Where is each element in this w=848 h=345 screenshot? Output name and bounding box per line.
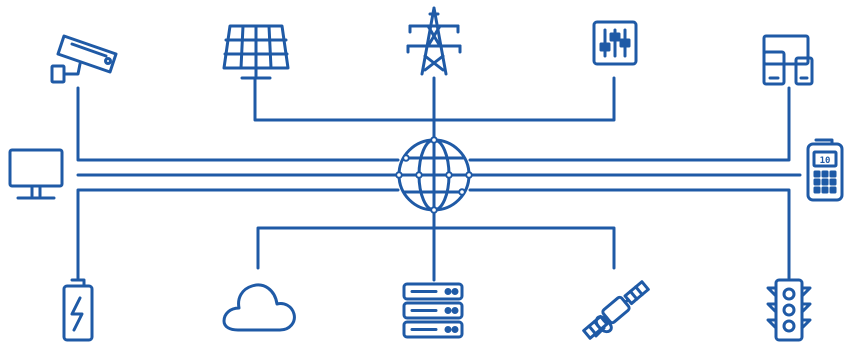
security-camera-icon xyxy=(50,34,118,84)
terminal-display-text: 10 xyxy=(820,156,831,166)
cloud-icon xyxy=(222,283,296,332)
card-terminal-icon: 10 xyxy=(806,138,844,202)
connector-satellite xyxy=(432,226,616,270)
connector-battery xyxy=(76,188,400,280)
monitor-icon xyxy=(8,148,64,200)
connector-controls xyxy=(432,76,616,122)
satellite-icon xyxy=(582,280,650,340)
connector-devices xyxy=(468,86,791,162)
connector-lines xyxy=(76,76,802,282)
connector-solar xyxy=(253,76,436,122)
battery-icon xyxy=(62,278,94,342)
globe-icon xyxy=(395,136,473,214)
traffic-light-icon xyxy=(766,278,812,342)
connector-traffic xyxy=(468,188,791,280)
devices-icon xyxy=(762,34,814,86)
keypad xyxy=(813,170,837,194)
solar-panel-icon xyxy=(222,24,290,80)
server-rack-icon xyxy=(402,282,464,339)
power-tower-icon xyxy=(406,6,462,76)
connector-camera xyxy=(76,86,400,162)
connector-cloud xyxy=(256,226,436,270)
control-panel-icon xyxy=(592,20,638,66)
